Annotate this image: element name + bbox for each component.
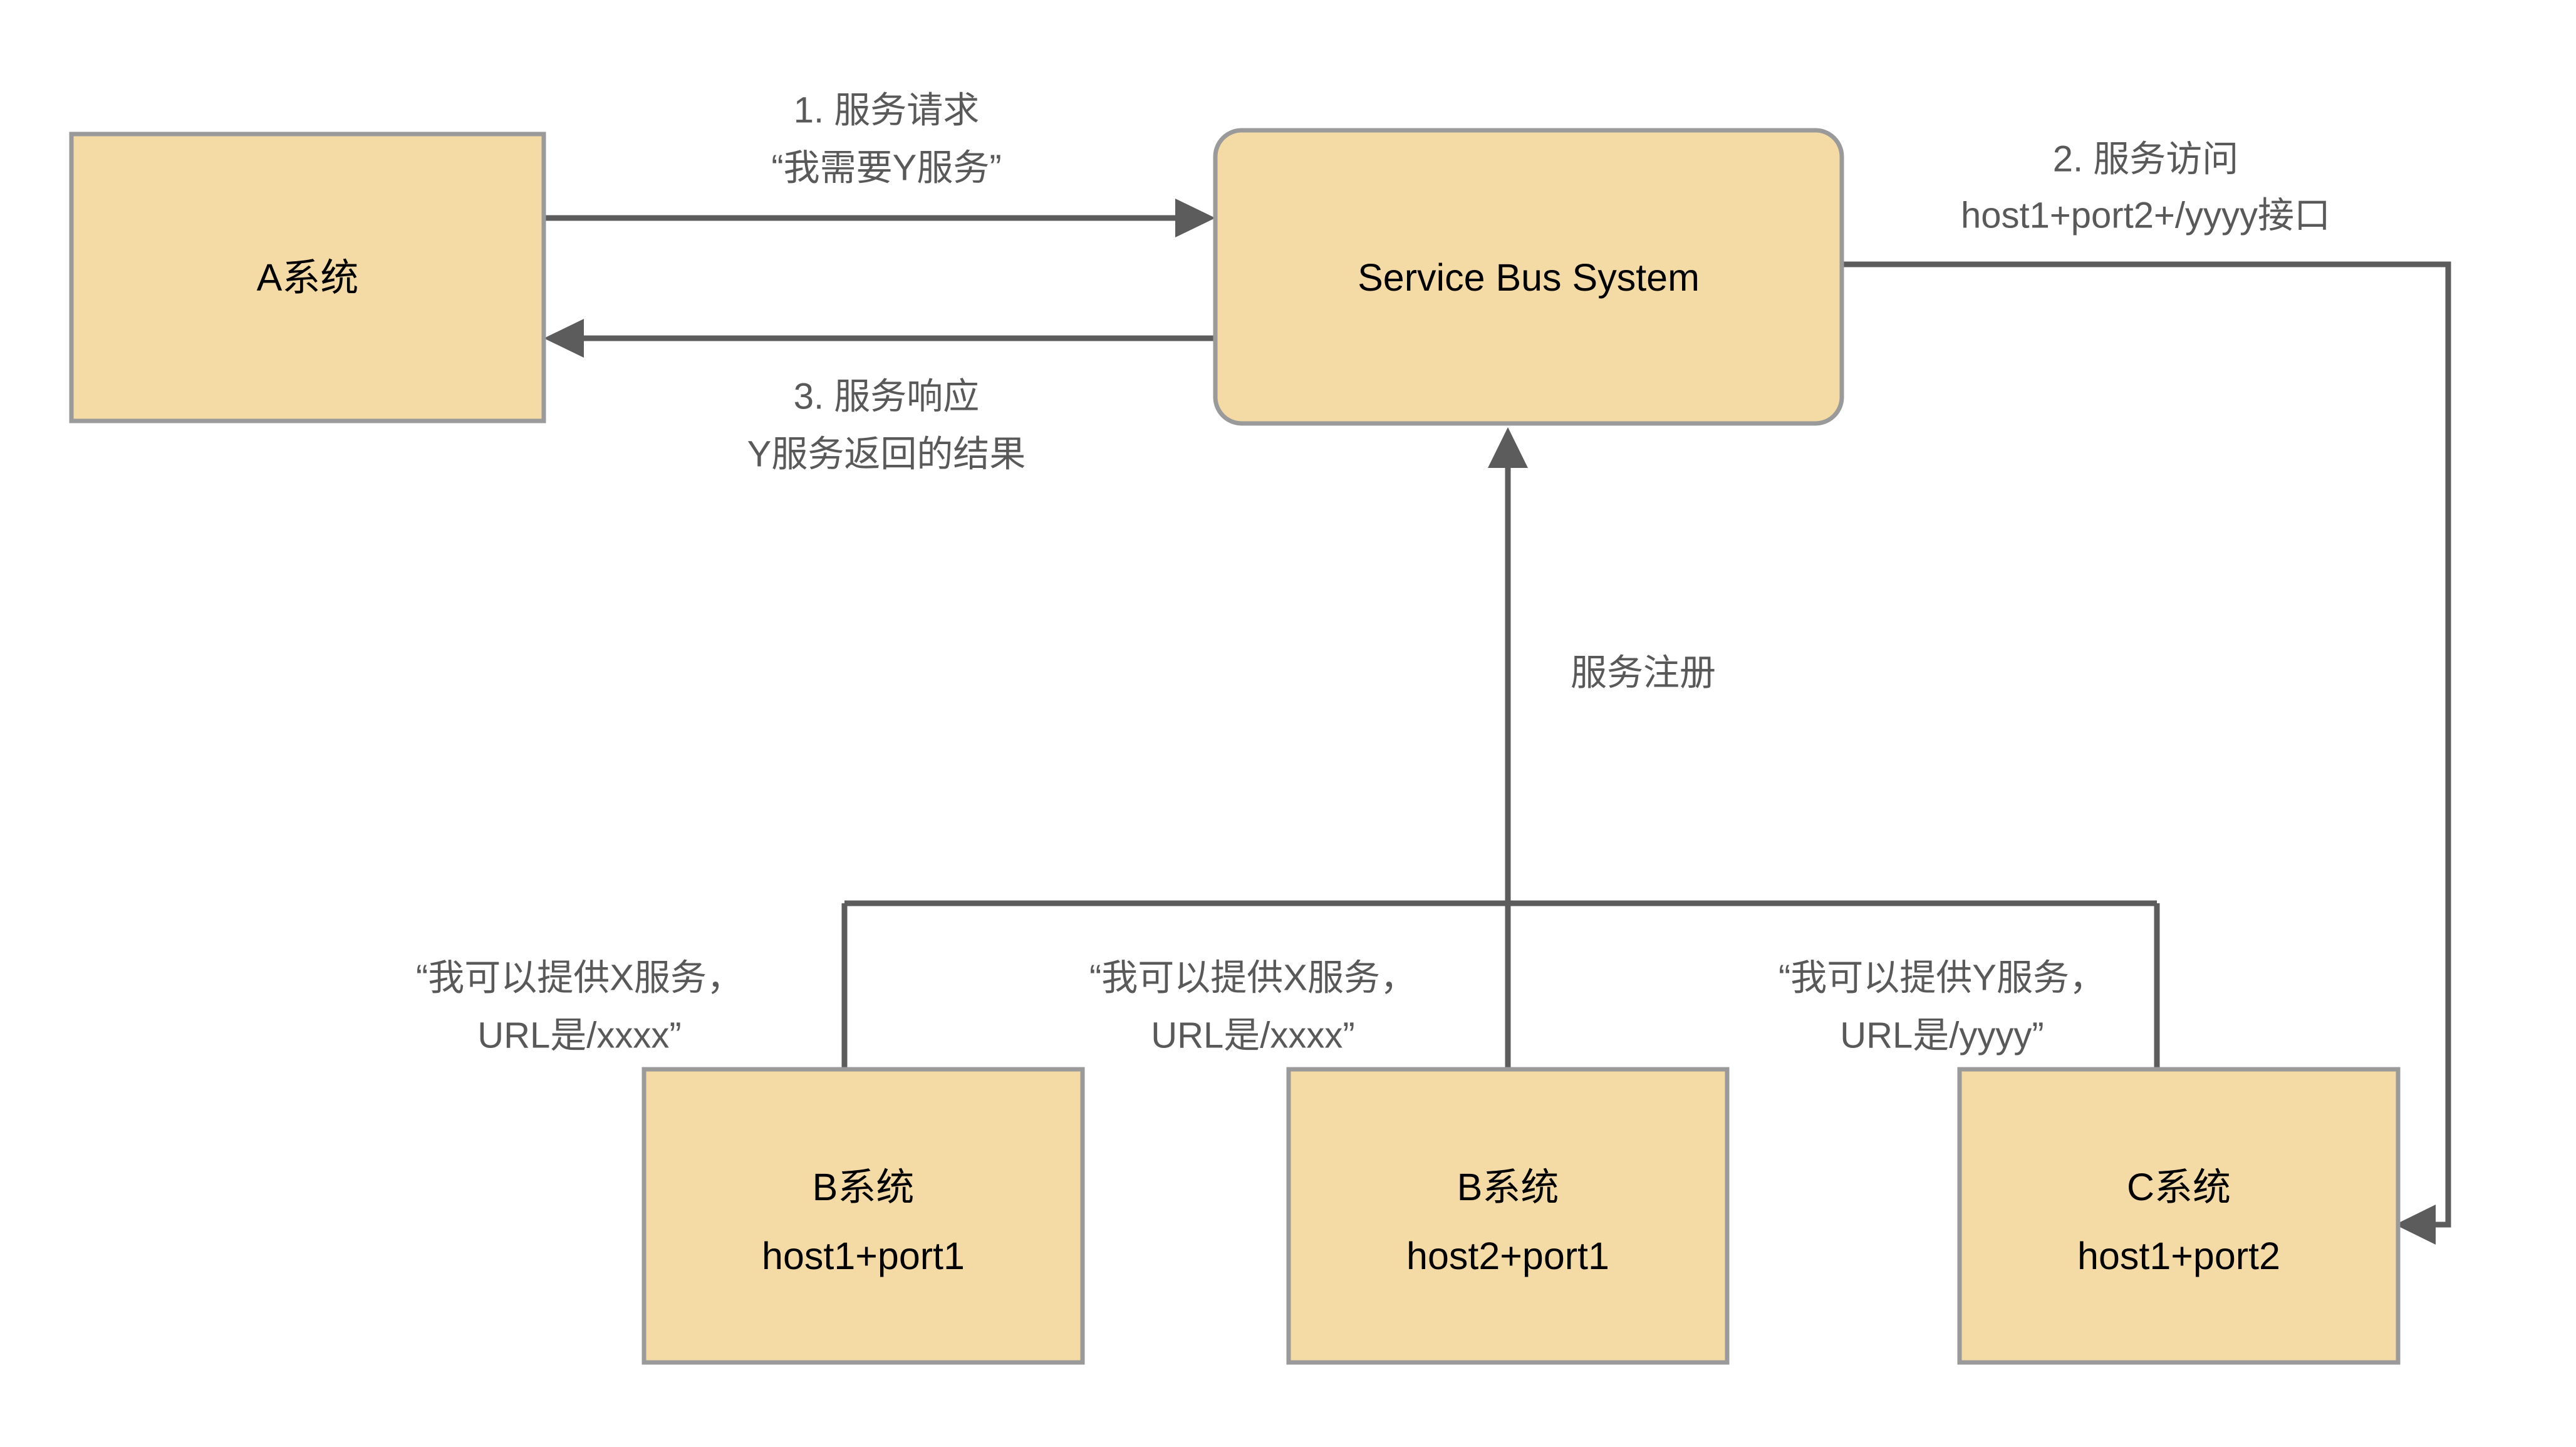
node-a-system[interactable]: A系统 — [69, 132, 546, 423]
edge-label-register-c-line1: “我可以提供Y服务， — [1779, 957, 2106, 998]
node-b-system-1-label-line1: B系统 — [813, 1166, 915, 1208]
arrowhead-left-into-c-system — [2395, 1205, 2436, 1245]
edge-label-register-b1-line1: “我可以提供X服务， — [416, 957, 743, 998]
node-b-system-2-rect[interactable] — [1286, 1067, 1730, 1365]
node-b-system-2-label-line1: B系统 — [1457, 1166, 1559, 1208]
edge-label-service-request-line2: “我需要Y服务” — [771, 147, 1001, 188]
edge-label-register-c-line2: URL是/yyyy” — [1840, 1015, 2044, 1055]
edge-service-access — [1842, 261, 2451, 1245]
edge-label-register-c: “我可以提供Y服务， URL是/yyyy” — [1779, 957, 2106, 1055]
edge-service-access-line — [1842, 261, 2451, 1228]
node-b-system-1[interactable]: B系统 host1+port1 — [641, 1067, 1085, 1365]
node-c-system-label-line2: host1+port2 — [2077, 1235, 2280, 1277]
node-a-system-rect[interactable] — [69, 132, 546, 423]
node-b-system-1-label-line2: host1+port1 — [762, 1235, 965, 1277]
node-b-system-1-rect[interactable] — [641, 1067, 1085, 1365]
node-b-system-2[interactable]: B系统 host2+port1 — [1286, 1067, 1730, 1365]
arrowhead-left-into-a-system — [544, 319, 584, 358]
edge-label-service-access-line1: 2. 服务访问 — [2053, 138, 2239, 179]
arrowhead-right-into-service-bus — [1175, 199, 1215, 237]
edge-label-register-b2-line2: URL是/xxxx” — [1151, 1015, 1354, 1055]
edge-label-service-response-line2: Y服务返回的结果 — [747, 433, 1026, 474]
edge-service-registration — [841, 427, 2160, 1069]
edge-label-service-request-line1: 1. 服务请求 — [794, 90, 980, 130]
edge-label-service-request: 1. 服务请求 “我需要Y服务” — [771, 90, 1001, 188]
edge-label-service-access: 2. 服务访问 host1+port2+/yyyy接口 — [1961, 138, 2330, 236]
arrowhead-up-into-service-bus — [1488, 427, 1528, 468]
edge-label-register-b2-line1: “我可以提供X服务， — [1089, 957, 1416, 998]
edge-service-request — [544, 199, 1215, 237]
edge-label-register-b1: “我可以提供X服务， URL是/xxxx” — [416, 957, 743, 1055]
node-a-system-label: A系统 — [257, 256, 359, 299]
edge-label-service-response: 3. 服务响应 Y服务返回的结果 — [747, 376, 1026, 474]
edge-label-service-response-line1: 3. 服务响应 — [794, 376, 980, 417]
node-service-bus[interactable]: Service Bus System — [1213, 128, 1844, 426]
edge-label-register-b1-line2: URL是/xxxx” — [477, 1015, 681, 1055]
node-c-system-rect[interactable] — [1957, 1067, 2401, 1365]
edge-label-service-registration: 服务注册 — [1571, 652, 1716, 693]
node-service-bus-label: Service Bus System — [1358, 256, 1700, 299]
edge-label-register-b2: “我可以提供X服务， URL是/xxxx” — [1089, 957, 1416, 1055]
edge-label-service-registration: 服务注册 — [1571, 652, 1716, 693]
edge-label-service-access-line2: host1+port2+/yyyy接口 — [1961, 195, 2330, 236]
node-service-bus-rect[interactable] — [1213, 128, 1844, 426]
node-b-system-2-label-line2: host2+port1 — [1406, 1235, 1609, 1277]
edge-service-response — [544, 319, 1215, 358]
node-c-system-label-line1: C系统 — [2127, 1166, 2231, 1208]
node-c-system[interactable]: C系统 host1+port2 — [1957, 1067, 2401, 1365]
